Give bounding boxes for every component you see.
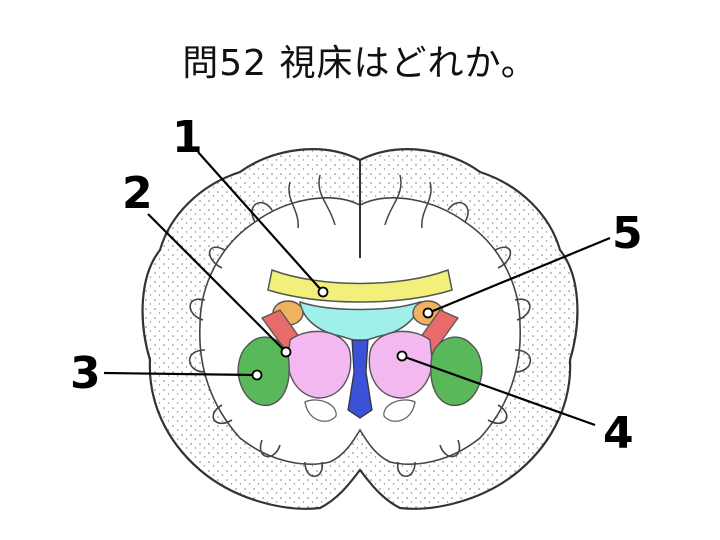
marker-4	[396, 350, 408, 362]
corpus-callosum	[267, 268, 453, 303]
leader-line-1	[197, 151, 324, 293]
thalamus-left	[287, 330, 352, 399]
lower-structure-right	[383, 399, 416, 422]
label-5: 5	[612, 208, 643, 259]
label-3: 3	[70, 348, 101, 399]
putamen-right	[430, 336, 483, 406]
leader-line-3	[103, 371, 258, 377]
leader-line-4	[401, 354, 596, 427]
marker-1	[317, 286, 329, 298]
marker-3	[251, 369, 263, 381]
lateral-ventricle	[299, 300, 421, 343]
question-title: 問52 視床はどれか。	[182, 43, 538, 84]
leader-line-2	[147, 213, 287, 353]
leader-line-5	[427, 236, 611, 315]
putamen-left	[237, 336, 290, 406]
label-2: 2	[122, 168, 153, 219]
third-ventricle	[347, 339, 373, 419]
thalamus-right	[368, 330, 433, 399]
label-4: 4	[603, 408, 634, 459]
label-1: 1	[172, 112, 203, 163]
marker-2	[280, 346, 292, 358]
marker-5	[422, 307, 434, 319]
lower-structure-left	[304, 399, 337, 422]
